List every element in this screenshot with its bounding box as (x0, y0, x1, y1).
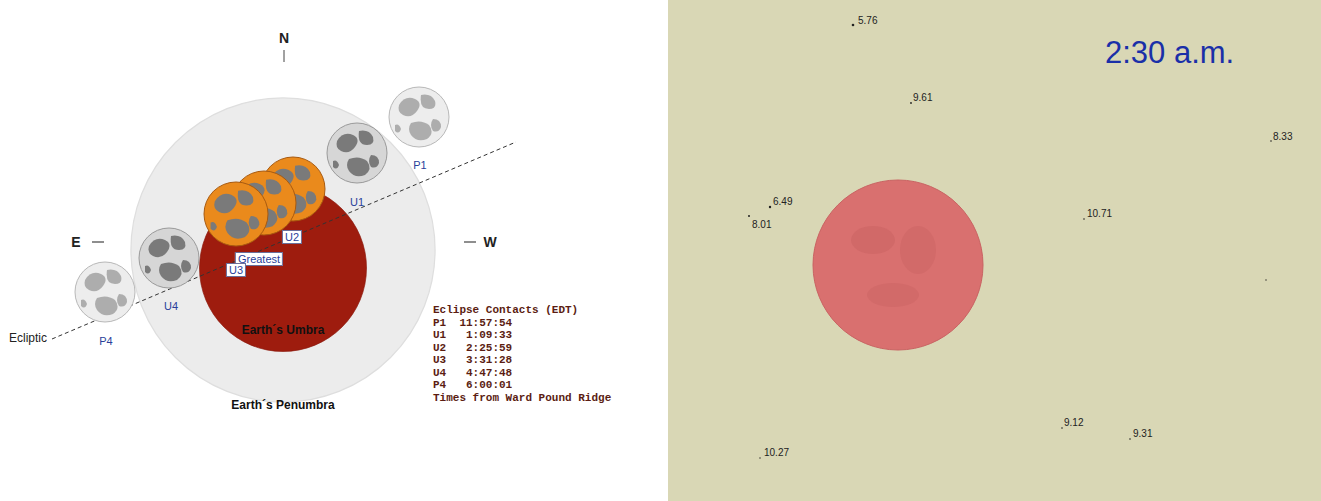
compass-label: E (71, 234, 80, 250)
time-label: 2:30 a.m. (1105, 35, 1234, 71)
sky-chart (668, 0, 1321, 501)
region-label: Earth´s Penumbra (231, 398, 334, 412)
penumbra-circle: Earth´s PenumbraEarth´s Umbra (130, 97, 436, 403)
contact-table-line: U4 4:47:48 (433, 367, 512, 379)
contact-label: U3 (226, 263, 246, 277)
star-magnitude: 10.27 (764, 447, 789, 458)
compass-label: N (279, 30, 289, 46)
star-magnitude: 5.76 (858, 15, 877, 26)
star-magnitude: 10.71 (1087, 208, 1112, 219)
sky-panel (668, 0, 1321, 501)
eclipse-illustration (0, 0, 668, 501)
star-magnitude: 8.01 (752, 219, 771, 230)
contact-table-line: P1 11:57:54 (433, 317, 512, 329)
region-label: Earth´s Umbra (242, 323, 325, 337)
contact-label: U2 (282, 230, 302, 244)
contact-table-line: P4 6:00:01 (433, 379, 512, 391)
contact-label: P1 (413, 159, 426, 171)
contact-table-line: U1 1:09:33 (433, 329, 512, 341)
ecliptic-label: Ecliptic (9, 331, 47, 345)
contact-label: P4 (99, 335, 112, 347)
star-magnitude: 9.12 (1064, 417, 1083, 428)
penumbra-circle-outline (130, 97, 436, 403)
star-magnitude: 9.31 (1133, 428, 1152, 439)
contact-label: U4 (164, 300, 178, 312)
compass-label: W (483, 234, 496, 250)
umbra-circle: Earth´s Umbra (199, 184, 367, 352)
contact-table-line: U2 2:25:59 (433, 342, 512, 354)
contact-table-line: Times from Ward Pound Ridge (433, 392, 611, 404)
contact-table-line: Eclipse Contacts (EDT) (433, 304, 578, 316)
star-magnitude: 8.33 (1273, 131, 1292, 142)
contact-table-line: U3 3:31:28 (433, 354, 512, 366)
star-magnitude: 9.61 (913, 92, 932, 103)
contact-label: U1 (350, 196, 364, 208)
star-magnitude: 6.49 (773, 196, 792, 207)
